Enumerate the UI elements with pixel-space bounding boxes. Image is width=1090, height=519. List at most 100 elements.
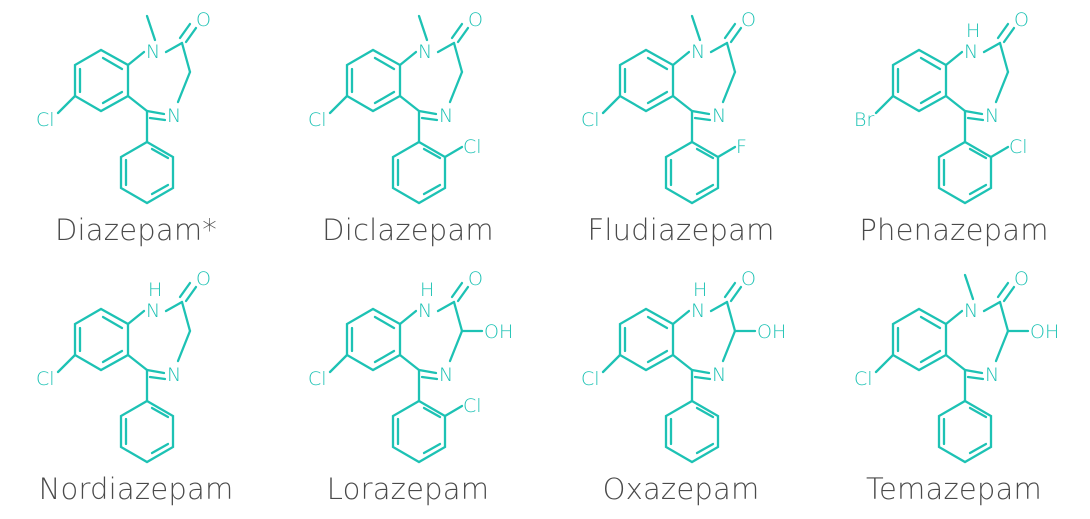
ring-substituent-bond	[443, 145, 464, 159]
c3-substituent: OH	[757, 321, 786, 343]
benzo-ring	[618, 48, 675, 113]
imine-n: N	[985, 364, 999, 386]
structure-diagram: N O N Cl	[36, 9, 211, 205]
n1-atom: N	[146, 300, 160, 322]
structure-diagram: N O N OH Cl	[854, 268, 1059, 464]
ring-substituent: Cl	[463, 136, 482, 158]
carbonyl-o: O	[468, 268, 483, 290]
phenyl-ring	[664, 109, 720, 205]
imine-n: N	[712, 364, 726, 386]
c7-halogen-bond	[328, 94, 349, 115]
c7-halogen: Cl	[854, 368, 873, 390]
phenyl-ring	[119, 368, 175, 464]
ring-substituent-bond	[443, 404, 464, 418]
methyl-group	[417, 14, 429, 42]
c7-halogen-bond	[56, 353, 77, 374]
c7-halogen-bond	[56, 94, 77, 115]
benzo-ring	[345, 307, 402, 372]
c7-halogen: Cl	[36, 109, 55, 131]
imine-n: N	[167, 105, 181, 127]
c7-halogen-bond	[874, 94, 895, 115]
diazepine-ring	[126, 281, 198, 381]
n1-atom: N	[964, 41, 978, 63]
c7-halogen: Cl	[36, 368, 55, 390]
c7-halogen-bond	[328, 353, 349, 374]
c7-halogen-bond	[601, 94, 622, 115]
compound-name: Nordiazepam	[38, 472, 234, 506]
diazepine-ring	[671, 281, 743, 381]
n1-atom: N	[691, 41, 705, 63]
methyl-group	[145, 14, 157, 42]
ring-substituent: F	[736, 136, 747, 158]
c7-halogen: Br	[854, 109, 874, 131]
n1-atom: N	[146, 41, 160, 63]
imine-n: N	[439, 364, 453, 386]
phenyl-ring	[664, 368, 720, 464]
compound-name: Diclazepam	[322, 213, 494, 247]
compound-name: Phenazepam	[859, 213, 1049, 247]
compound-name: Temazepam	[866, 472, 1042, 506]
compound-card: N H O N Cl Nordiazepam	[0, 259, 272, 518]
compound-card: N H O N Cl Br Phenazepam	[818, 0, 1090, 259]
n1-hydrogen: H	[148, 279, 162, 301]
ring-substituent: Cl	[1009, 136, 1028, 158]
carbonyl-o: O	[1014, 268, 1029, 290]
compound-card: N H O N OH Cl Oxazepam	[545, 259, 817, 518]
c7-halogen-bond	[601, 353, 622, 374]
n1-atom: N	[691, 300, 705, 322]
ring-substituent-bond	[716, 145, 737, 159]
structure-diagram: N O N Cl Cl	[308, 9, 483, 205]
n1-hydrogen: H	[420, 279, 434, 301]
ring-substituent: Cl	[463, 395, 482, 417]
diazepine-ring	[126, 22, 198, 122]
benzo-ring	[891, 307, 948, 372]
phenyl-ring	[937, 368, 993, 464]
carbonyl-o: O	[196, 268, 211, 290]
benzo-ring	[345, 48, 402, 113]
structure-diagram: N H O N OH Cl	[581, 268, 786, 464]
structure-diagram: N H O N Cl Br	[854, 9, 1029, 205]
benzo-ring	[618, 307, 675, 372]
compound-name: Diazepam*	[55, 213, 217, 247]
diazepine-ring	[398, 22, 470, 122]
n1-hydrogen: H	[693, 279, 707, 301]
n1-atom: N	[964, 300, 978, 322]
carbonyl-o: O	[196, 9, 211, 31]
methyl-group	[690, 14, 702, 42]
compound-card: N O N Cl Diazepam*	[0, 0, 272, 259]
methyl-group	[963, 273, 975, 301]
compound-card: N O N Cl Cl Diclazepam	[272, 0, 544, 259]
carbonyl-o: O	[468, 9, 483, 31]
c7-halogen: Cl	[308, 109, 327, 131]
c3-substituent: OH	[1030, 321, 1059, 343]
imine-n: N	[712, 105, 726, 127]
phenyl-ring	[391, 109, 447, 205]
c7-halogen-bond	[874, 353, 895, 374]
structure-diagram: N H O N OH Cl Cl	[308, 268, 513, 464]
compound-name: Lorazepam	[326, 472, 490, 506]
imine-n: N	[167, 364, 181, 386]
c7-halogen: Cl	[581, 109, 600, 131]
n1-atom: N	[418, 300, 432, 322]
c7-halogen: Cl	[581, 368, 600, 390]
benzo-ring	[73, 48, 130, 113]
diazepine-ring	[944, 281, 1016, 381]
benzo-ring	[73, 307, 130, 372]
carbonyl-o: O	[741, 268, 756, 290]
compound-card: N H O N OH Cl Cl Lorazepam	[272, 259, 544, 518]
ring-substituent-bond	[989, 145, 1010, 159]
diazepine-ring	[944, 22, 1016, 122]
benzo-ring	[891, 48, 948, 113]
n1-hydrogen: H	[966, 20, 980, 42]
phenyl-ring	[119, 109, 175, 205]
structure-diagram: N H O N Cl	[36, 268, 211, 464]
compound-name: Oxazepam	[602, 472, 760, 506]
structure-diagram: N O N F Cl	[581, 9, 756, 205]
imine-n: N	[985, 105, 999, 127]
diazepine-ring	[671, 22, 743, 122]
phenyl-ring	[391, 368, 447, 464]
diazepine-ring	[398, 281, 470, 381]
c3-substituent: OH	[484, 321, 513, 343]
imine-n: N	[439, 105, 453, 127]
